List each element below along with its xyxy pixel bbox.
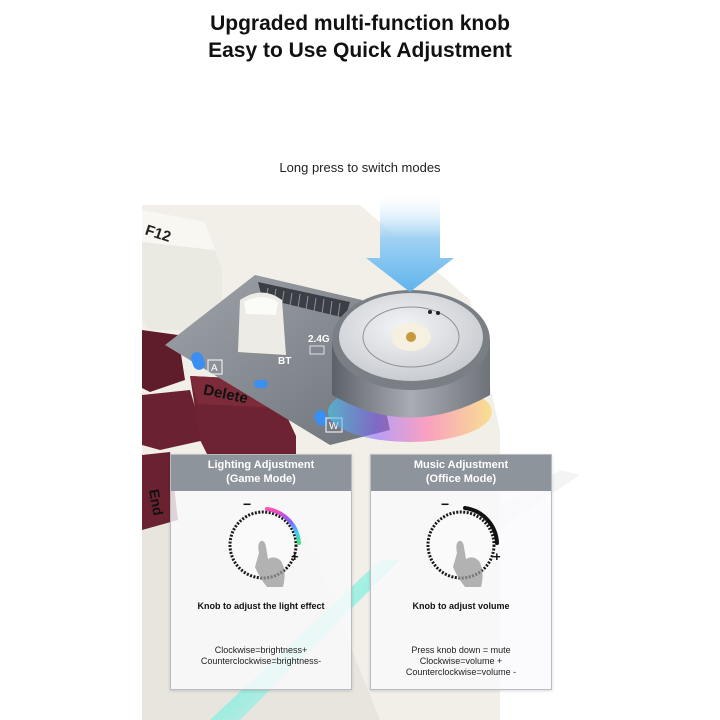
led-a [190,352,206,370]
long-press-hint: Long press to switch modes [279,160,441,175]
minus-sign: − [441,496,449,512]
plus-sign: + [291,549,299,564]
panel-description: Press knob down = mute Clockwise=volume … [405,645,517,677]
led-w [314,410,328,426]
headline: Upgraded multi-function knob Easy to Use… [0,10,720,64]
mode-w-label: W [329,421,339,432]
panel-header: Lighting Adjustment (Game Mode) [171,455,351,491]
keycap-red-2 [142,390,205,450]
switch-label-24g: 2.4G [308,334,330,345]
headline-line-2: Easy to Use Quick Adjustment [208,39,512,62]
keycap-f12: F12 [142,210,222,330]
led-bt [254,380,268,388]
lighting-adjustment-panel: Lighting Adjustment (Game Mode) − + Knob… [170,454,352,690]
panel-header: Music Adjustment (Office Mode) [371,455,551,491]
panel-caption: Knob to adjust volume [412,601,510,611]
key-label-end: End [146,488,166,517]
headline-line-1: Upgraded multi-function knob [210,12,510,35]
panel-caption: Knob to adjust the light effect [197,601,325,611]
press-arrow-icon [366,195,454,292]
plus-sign: + [493,549,501,564]
keycap-end: End [142,452,178,530]
music-adjustment-panel: Music Adjustment (Office Mode) − + Knob … [370,454,552,690]
hand-icon [453,540,483,587]
volume-dial-icon: − + [426,496,501,587]
hand-icon [255,540,285,587]
lighting-dial-icon: − + [228,496,301,587]
switch-label-bt: BT [278,356,291,367]
minus-sign: − [243,496,251,512]
panel-description: Clockwise=brightness+ Counterclockwise=b… [200,645,322,666]
mode-a-label: A [211,363,218,374]
multi-function-knob [328,290,492,442]
